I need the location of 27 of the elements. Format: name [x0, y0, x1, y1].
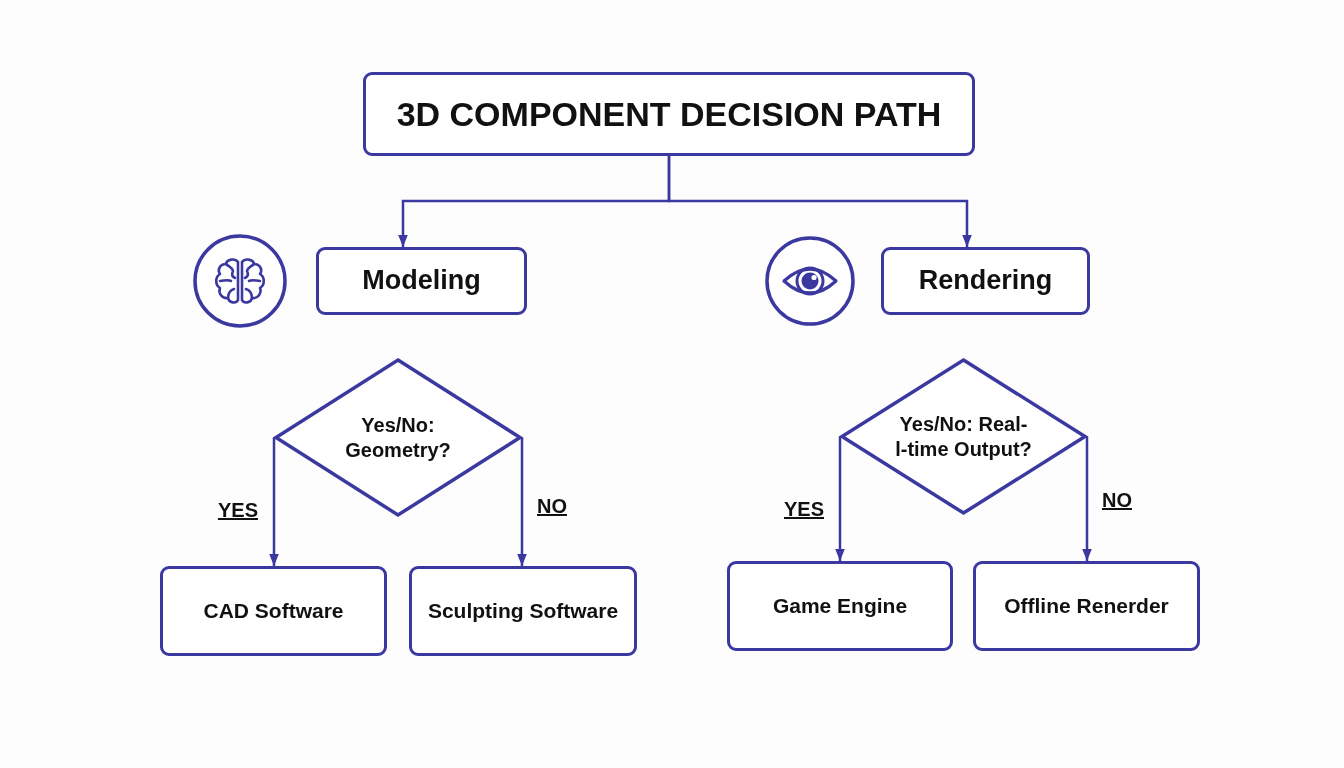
decision-diamond — [840, 358, 1087, 515]
edge-label: YES — [217, 499, 258, 521]
process-box — [316, 247, 527, 315]
arrow — [835, 436, 845, 561]
process-box — [727, 561, 953, 651]
title-box — [363, 72, 975, 156]
decision-text: Yes/No: Real- l-time Output? — [894, 411, 1033, 462]
process-box — [881, 247, 1090, 315]
edge-label: YES — [783, 498, 824, 520]
arrow — [517, 437, 527, 566]
arrow — [667, 156, 972, 247]
process-box — [409, 566, 637, 656]
edge-label: NO — [537, 495, 567, 517]
decision-text: Yes/No: Geometry? — [344, 412, 452, 463]
arrow — [1082, 436, 1092, 561]
box-label: Game Engine — [772, 592, 908, 619]
box-label: Modeling — [362, 264, 481, 298]
edge-label: NO — [1102, 489, 1132, 511]
decision-diamond — [274, 358, 522, 517]
arrow — [269, 437, 279, 566]
process-box — [973, 561, 1200, 651]
box-label: Offline Renerder — [1004, 592, 1169, 619]
box-label: Rendering — [918, 264, 1053, 298]
box-label: CAD Software — [203, 597, 344, 624]
process-box — [160, 566, 387, 656]
title-text: 3D COMPONENT DECISION PATH — [396, 93, 942, 135]
box-label: Sculpting Software — [427, 597, 619, 624]
